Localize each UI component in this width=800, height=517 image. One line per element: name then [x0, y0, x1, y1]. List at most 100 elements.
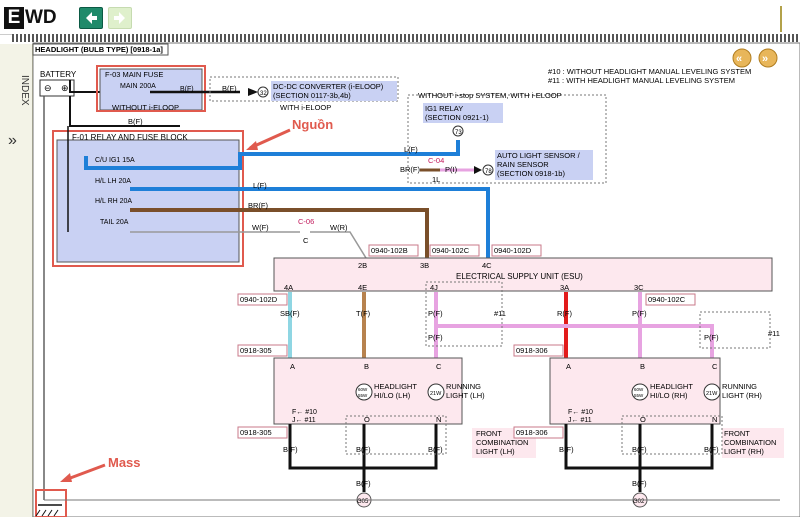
wire-p-bridge-label-1: P(F) — [428, 333, 443, 342]
note-11: #11 : WITH HEADLIGHT MANUAL LEVELING SYS… — [548, 76, 735, 85]
c04-arrow-icon — [474, 166, 482, 174]
window-edge — [780, 6, 800, 32]
esu-conn-right-box — [645, 293, 696, 306]
annotation-nguon-arrowhead-icon — [246, 141, 258, 150]
title-box — [32, 43, 169, 56]
fuse-tail-label: TAIL 20A — [100, 219, 129, 226]
left-combination-2: COMBINATION — [476, 438, 528, 447]
right-arrow-10: F← #10 — [568, 409, 593, 416]
battery-wire — [69, 80, 102, 93]
relay-block-title: F-01 RELAY AND FUSE BLOCK — [72, 133, 188, 142]
prev-page-button[interactable] — [732, 48, 752, 68]
wire-sb-label: SB(F) — [280, 309, 300, 318]
hash11-dash-left — [425, 281, 503, 347]
dcdc-wire-label: B(F) — [222, 84, 237, 93]
left-bulb-55: 55W — [358, 393, 368, 398]
auto-light-line1: AUTO LIGHT SENSOR / — [497, 151, 581, 160]
ground-symbol-icon — [35, 504, 62, 517]
left-conn-bottom: 0918-305 — [240, 428, 272, 437]
esu-pin-3c: 3C — [634, 283, 644, 292]
wire-ig1-blue — [84, 140, 460, 170]
dcdc-node — [257, 86, 269, 98]
ig1-line2: (SECTION 0921-1) — [425, 113, 489, 122]
left-headlight-label1: HEADLIGHT — [374, 382, 417, 391]
auto-light-line3: (SECTION 0918-1b) — [497, 169, 565, 178]
esu-conn-102d: 0940-102D — [494, 246, 532, 255]
esu-conn-right: 0940-102C — [648, 295, 686, 304]
ig1-dash-box — [407, 94, 607, 184]
wire-hl-lh-blue — [130, 187, 490, 258]
dcdc-label-bg — [271, 81, 397, 101]
logo-text: WD — [25, 7, 57, 28]
note-10: #10 : WITHOUT HEADLIGHT MANUAL LEVELING … — [548, 67, 751, 76]
wire-p-label-2: P(F) — [632, 309, 647, 318]
left-pin-o: O — [364, 415, 370, 424]
right-combination-1: FRONT — [724, 429, 750, 438]
left-pin-b: B — [364, 362, 369, 371]
left-conn-top-box — [237, 344, 288, 357]
right-running-bulb-icon — [703, 383, 721, 401]
esu-pin-3a: 3A — [560, 283, 569, 292]
right-conn-bottom: 0918-306 — [516, 428, 548, 437]
annotation-nguon: Nguồn — [292, 117, 333, 132]
ig1-line1: IG1 RELAY — [425, 104, 463, 113]
left-running-bulb-icon — [427, 383, 445, 401]
hash11-dash-right — [699, 311, 771, 349]
annotation-mass: Mass — [108, 455, 141, 470]
right-headlight-label1: HEADLIGHT — [650, 382, 693, 391]
c04-wire-out: P(I) — [445, 165, 458, 174]
right-wire-bf-2: B(F) — [632, 445, 647, 454]
annotation-mass-arrow — [64, 463, 106, 482]
right-combination-3: LIGHT (RH) — [724, 447, 764, 456]
dcdc-line2: (SECTION 0117-3b,4b) — [273, 91, 351, 100]
with-eloop-label: WITH i-ELOOP — [280, 103, 331, 112]
wire-tail-label: W(F) — [252, 223, 269, 232]
c06-label: C-06 — [298, 217, 314, 226]
right-ground-id: G02 — [633, 499, 645, 505]
arrow-left-icon — [86, 12, 97, 24]
left-pin-n: N — [436, 415, 441, 424]
fuse-hl-rh-label: H/L RH 20A — [95, 198, 132, 205]
left-wire-bf-1: B(F) — [283, 445, 298, 454]
expand-sidebar-icon[interactable]: » — [8, 132, 17, 149]
left-headlight-bulb-icon — [355, 383, 373, 401]
wire-ig1-label: L(F) — [404, 145, 418, 154]
battery-neg-icon: ⊖ — [44, 83, 52, 93]
left-wire-bf-2: B(F) — [356, 445, 371, 454]
double-chevron-left-icon[interactable]: « — [736, 53, 742, 65]
esu-conn-left: 0940-102D — [240, 295, 278, 304]
fuse-ig1-label: C/U IG1 15A — [95, 157, 135, 164]
battery-label: BATTERY — [40, 70, 77, 79]
esu-conn-102b: 0940-102B — [371, 246, 408, 255]
left-ground-id: G05 — [357, 499, 369, 505]
battery-symbol — [39, 79, 75, 97]
c04-node — [482, 164, 494, 176]
bf-bus-wire — [69, 96, 180, 127]
esu-conn-102c: 0940-102C — [432, 246, 470, 255]
main-fuse-box — [99, 68, 203, 111]
esu-pin-4j: 4J — [430, 283, 438, 292]
diagram-title: HEADLIGHT (BULB TYPE) [0918-1a] — [35, 45, 163, 54]
bf-bus-label: B(F) — [128, 117, 143, 126]
double-chevron-right-icon[interactable]: » — [762, 53, 768, 65]
back-button[interactable] — [79, 7, 103, 29]
index-tab[interactable]: INDEX — [19, 74, 30, 106]
left-running-label2: LIGHT (LH) — [446, 391, 485, 400]
esu-pin-4e: 4E — [358, 283, 367, 292]
esu-pin-2b: 2B — [358, 261, 367, 270]
left-running-bulb: 21W — [430, 391, 442, 397]
auto-light-bg — [495, 150, 593, 180]
wire-tail-white-2 — [310, 231, 367, 259]
right-running-label2: LIGHT (RH) — [722, 391, 762, 400]
forward-button[interactable] — [108, 7, 132, 29]
left-arrow-10: F← #10 — [292, 409, 317, 416]
left-wire-bf-3: B(F) — [428, 445, 443, 454]
right-pin-n: N — [712, 415, 717, 424]
right-dash-box — [621, 415, 723, 455]
diagram-border-hatch — [12, 34, 800, 42]
right-conn-top-box — [513, 344, 564, 357]
right-conn-top: 0918-306 — [516, 346, 548, 355]
next-page-button[interactable] — [758, 48, 778, 68]
esu-top-connectors: 0940-102B 0940-102C 0940-102D — [368, 244, 542, 257]
wire-r-label: R(F) — [557, 309, 572, 318]
